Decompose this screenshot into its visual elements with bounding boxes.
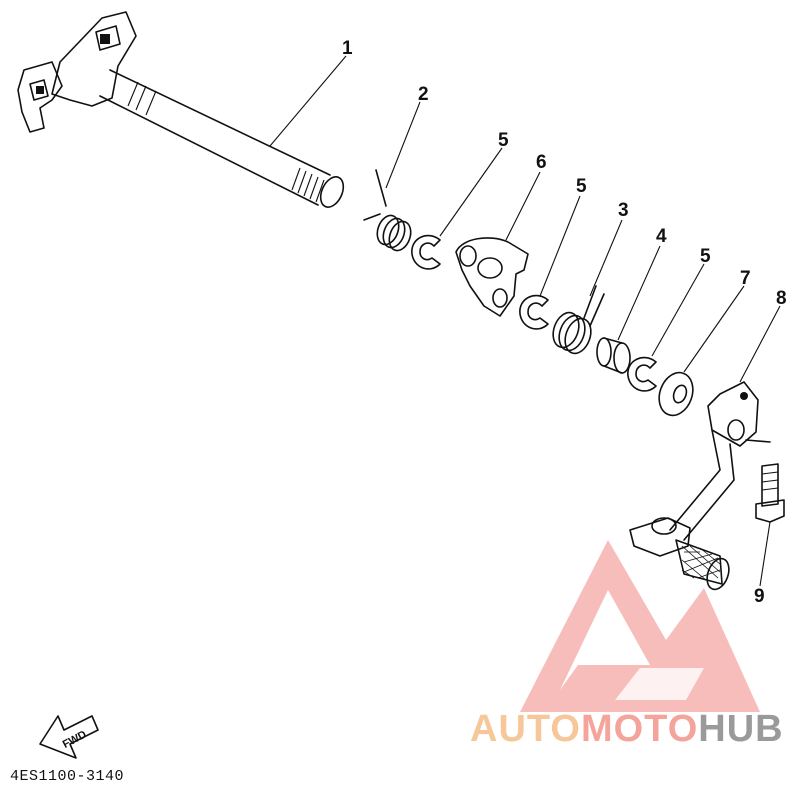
callout-8: 8 — [776, 288, 787, 309]
watermark-logo-icon — [520, 540, 760, 712]
callout-5-third: 5 — [700, 246, 711, 267]
brand-text-moto: MOTO — [580, 708, 699, 750]
callout-labels: 1 2 5 6 5 3 4 5 7 8 9 — [342, 38, 787, 607]
bolt-part-9 — [755, 463, 785, 523]
callout-6: 6 — [536, 152, 547, 173]
shift-pedal-part-8 — [629, 381, 771, 591]
spring-part-3 — [552, 285, 605, 355]
shift-shaft-part — [17, 11, 345, 208]
collar-part-4 — [596, 337, 631, 374]
knurl-pattern — [681, 545, 721, 581]
circlip-part-5a — [411, 234, 441, 270]
spring-part-2 — [363, 169, 412, 252]
callout-4: 4 — [656, 226, 667, 247]
callout-5-second: 5 — [576, 176, 587, 197]
brand-text-auto: AUTO — [470, 708, 581, 750]
callout-7: 7 — [740, 268, 751, 289]
watermark-brand-text: AUTOMOTOHUB — [470, 708, 784, 751]
callout-9: 9 — [754, 586, 765, 607]
fwd-label: FWD — [61, 728, 89, 750]
callout-1: 1 — [342, 38, 353, 59]
callout-5-first: 5 — [498, 130, 509, 151]
fwd-arrow-icon: FWD — [39, 715, 99, 759]
stopper-plate-part-6 — [455, 237, 529, 317]
leader-lines — [269, 55, 781, 587]
washer-part-7 — [658, 371, 694, 417]
diagram-reference-code: 4ES1100-3140 — [10, 768, 125, 785]
spline-end — [291, 167, 345, 208]
callout-3: 3 — [618, 200, 629, 221]
circlip-part-5c — [627, 356, 657, 392]
callout-2: 2 — [418, 84, 429, 105]
circlip-part-5b — [519, 294, 549, 330]
brand-text-hub: HUB — [698, 708, 784, 750]
